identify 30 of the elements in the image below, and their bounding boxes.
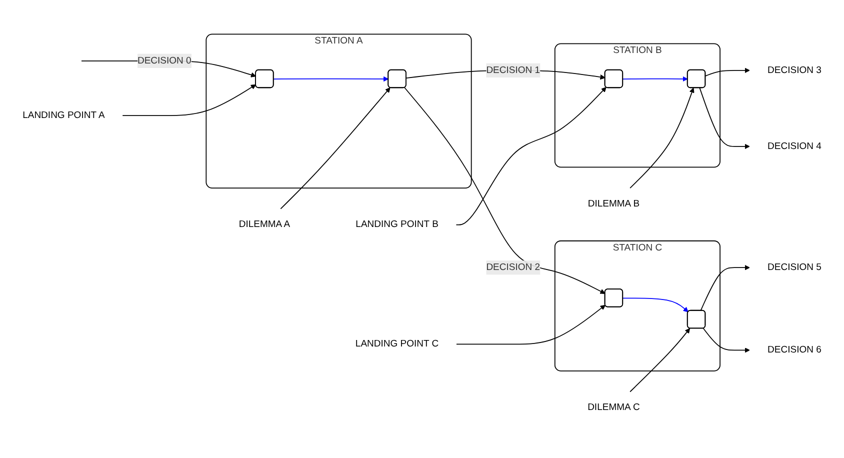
node-text: DILEMMA A [238, 219, 290, 230]
edge-label: DECISION 1 [486, 65, 540, 76]
cluster: STATION B [554, 43, 720, 168]
node-text: DECISION 6 [768, 344, 822, 355]
arrow [699, 87, 750, 150]
arrow [273, 76, 389, 82]
arrow [700, 265, 750, 312]
arrow [622, 76, 688, 82]
cluster: STATION A [206, 34, 472, 188]
arrow [404, 87, 606, 294]
node-text: LANDING POINT A [22, 110, 105, 120]
arrow [456, 87, 606, 226]
node-text: LANDING POINT C [355, 338, 439, 349]
node-text: DILEMMA C [588, 402, 640, 413]
node-text: LANDING POINT B [356, 219, 438, 230]
arrow [630, 88, 694, 188]
cluster: STATION C [554, 240, 720, 372]
node-text: DECISION 5 [768, 262, 822, 272]
arrow [630, 328, 690, 392]
node-text: DILEMMA B [588, 198, 640, 209]
arrow [122, 84, 256, 116]
arrow [280, 87, 390, 210]
arrow [705, 68, 750, 76]
node-text: DECISION 3 [768, 65, 822, 76]
arrow [456, 304, 606, 345]
edge-label: DECISION 2 [486, 262, 540, 272]
arrow [622, 298, 688, 312]
arrow [702, 328, 750, 353]
edge-label: DECISION 0 [137, 56, 192, 66]
node-text: DECISION 4 [768, 141, 822, 152]
